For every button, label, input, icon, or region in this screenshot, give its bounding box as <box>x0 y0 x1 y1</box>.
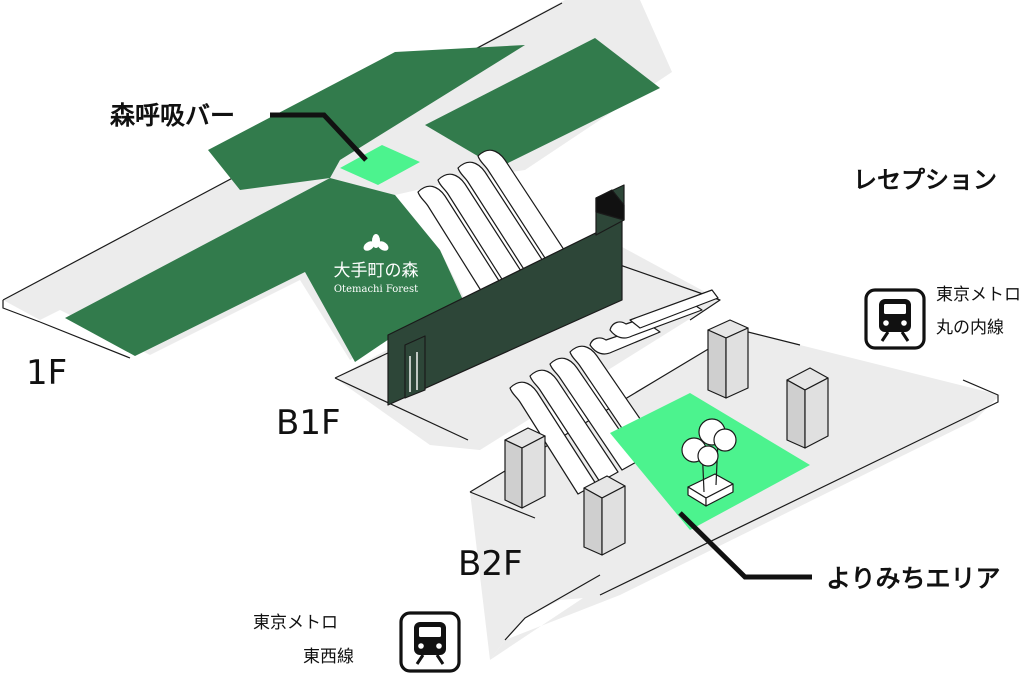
metro-marunouchi: 東京メトロ 丸の内線 <box>864 285 1021 350</box>
yorimichi-area-label: よりみちエリア <box>826 564 1001 593</box>
1f-forest-left <box>65 178 463 362</box>
forest-logo: 大手町の森 Otemachi Forest <box>334 234 419 295</box>
train-icon <box>399 611 461 673</box>
escalator-b1f-right <box>589 289 719 355</box>
pillar-3 <box>786 367 829 449</box>
floor-label-1f: 1F <box>26 353 67 393</box>
pillar-2 <box>707 319 749 399</box>
floor-label-b2f: B2F <box>458 544 523 584</box>
pillar-1 <box>504 427 546 509</box>
logo-japanese: 大手町の森 <box>334 261 419 281</box>
1f-forest-top-right <box>425 38 660 168</box>
1f-forest-top-left <box>208 45 525 190</box>
floor-label-b1f: B1F <box>276 403 341 443</box>
breathing-bar-area <box>340 145 420 185</box>
metro-marunouchi-operator: 東京メトロ <box>936 285 1021 305</box>
train-icon <box>864 288 926 350</box>
metro-tozai-line: 東西線 <box>303 647 354 667</box>
1f-green-areas <box>65 38 660 362</box>
breathing-bar-label: 森呼吸バー <box>110 101 235 130</box>
logo-english: Otemachi Forest <box>334 284 418 295</box>
breathing-bar-leader <box>270 112 368 162</box>
pillar-4 <box>583 475 626 556</box>
b1f-dark-wall <box>387 184 625 406</box>
metro-tozai: 東京メトロ 東西線 <box>253 611 461 673</box>
yorimichi-leader <box>678 511 812 580</box>
tree-planter <box>681 418 737 507</box>
leaf-icon <box>363 234 389 251</box>
metro-marunouchi-line: 丸の内線 <box>936 318 1004 338</box>
escalator-1f-b1f <box>417 149 575 306</box>
reception-label: レセプション <box>853 166 997 194</box>
metro-tozai-operator: 東京メトロ <box>253 613 338 633</box>
